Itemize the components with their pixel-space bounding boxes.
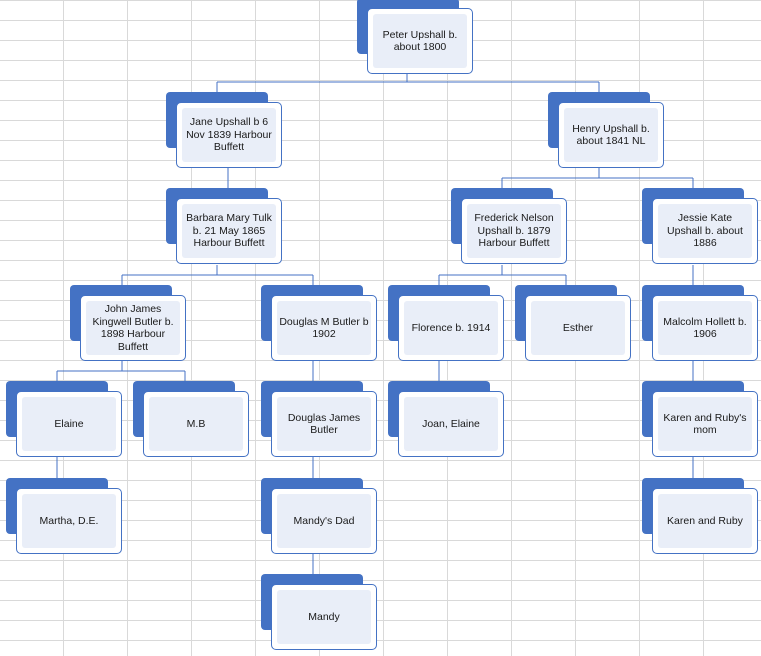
node-label: Karen and Ruby's mom [663,411,747,437]
node-label: John James Kingwell Butler b. 1898 Harbo… [92,303,174,353]
node-m-b[interactable]: M.B [133,381,249,457]
node-label: Barbara Mary Tulk b. 21 May 1865 Harbour… [186,212,272,250]
node-peter-upshall[interactable]: Peter Upshall b. about 1800 [357,0,473,74]
node-label: Mandy [308,610,340,623]
node-karen-and-ruby[interactable]: Karen and Ruby [642,478,758,554]
node-label: M.B [186,417,206,430]
node-label: Henry Upshall b. about 1841 NL [572,122,650,148]
node-douglas-m-butler[interactable]: Douglas M Butler b 1902 [261,285,377,361]
node-esther[interactable]: Esther [515,285,631,361]
node-label: Elaine [54,417,84,430]
node-douglas-james-butler[interactable]: Douglas James Butler [261,381,377,457]
node-jane-upshall[interactable]: Jane Upshall b 6 Nov 1839 Harbour Buffet… [166,92,282,168]
node-frederick-nelson-upshall[interactable]: Frederick Nelson Upshall b. 1879 Harbour… [451,188,567,264]
node-john-james-kingwell-butler[interactable]: John James Kingwell Butler b. 1898 Harbo… [70,285,186,361]
node-karen-and-rubys-mom[interactable]: Karen and Ruby's mom [642,381,758,457]
node-label: Jessie Kate Upshall b. about 1886 [667,212,743,250]
node-label: Frederick Nelson Upshall b. 1879 Harbour… [474,212,554,250]
node-barbara-mary-tulk[interactable]: Barbara Mary Tulk b. 21 May 1865 Harbour… [166,188,282,264]
node-label: Peter Upshall b. about 1800 [382,28,458,54]
node-label: Douglas M Butler b 1902 [279,315,369,341]
node-joan-elaine[interactable]: Joan, Elaine [388,381,504,457]
node-martha-de[interactable]: Martha, D.E. [6,478,122,554]
node-label: Joan, Elaine [422,417,480,430]
node-florence[interactable]: Florence b. 1914 [388,285,504,361]
node-henry-upshall[interactable]: Henry Upshall b. about 1841 NL [548,92,664,168]
node-elaine[interactable]: Elaine [6,381,122,457]
node-label: Martha, D.E. [39,514,99,527]
node-label: Esther [562,321,594,334]
node-label: Mandy's Dad [293,514,355,527]
node-jessie-kate-upshall[interactable]: Jessie Kate Upshall b. about 1886 [642,188,758,264]
node-label: Jane Upshall b 6 Nov 1839 Harbour Buffet… [186,116,272,154]
node-label: Malcolm Hollett b. 1906 [663,315,747,341]
node-label: Douglas James Butler [287,411,361,437]
node-label: Florence b. 1914 [411,321,491,334]
node-malcolm-hollett[interactable]: Malcolm Hollett b. 1906 [642,285,758,361]
node-mandys-dad[interactable]: Mandy's Dad [261,478,377,554]
node-mandy[interactable]: Mandy [261,574,377,650]
node-label: Karen and Ruby [667,514,743,527]
